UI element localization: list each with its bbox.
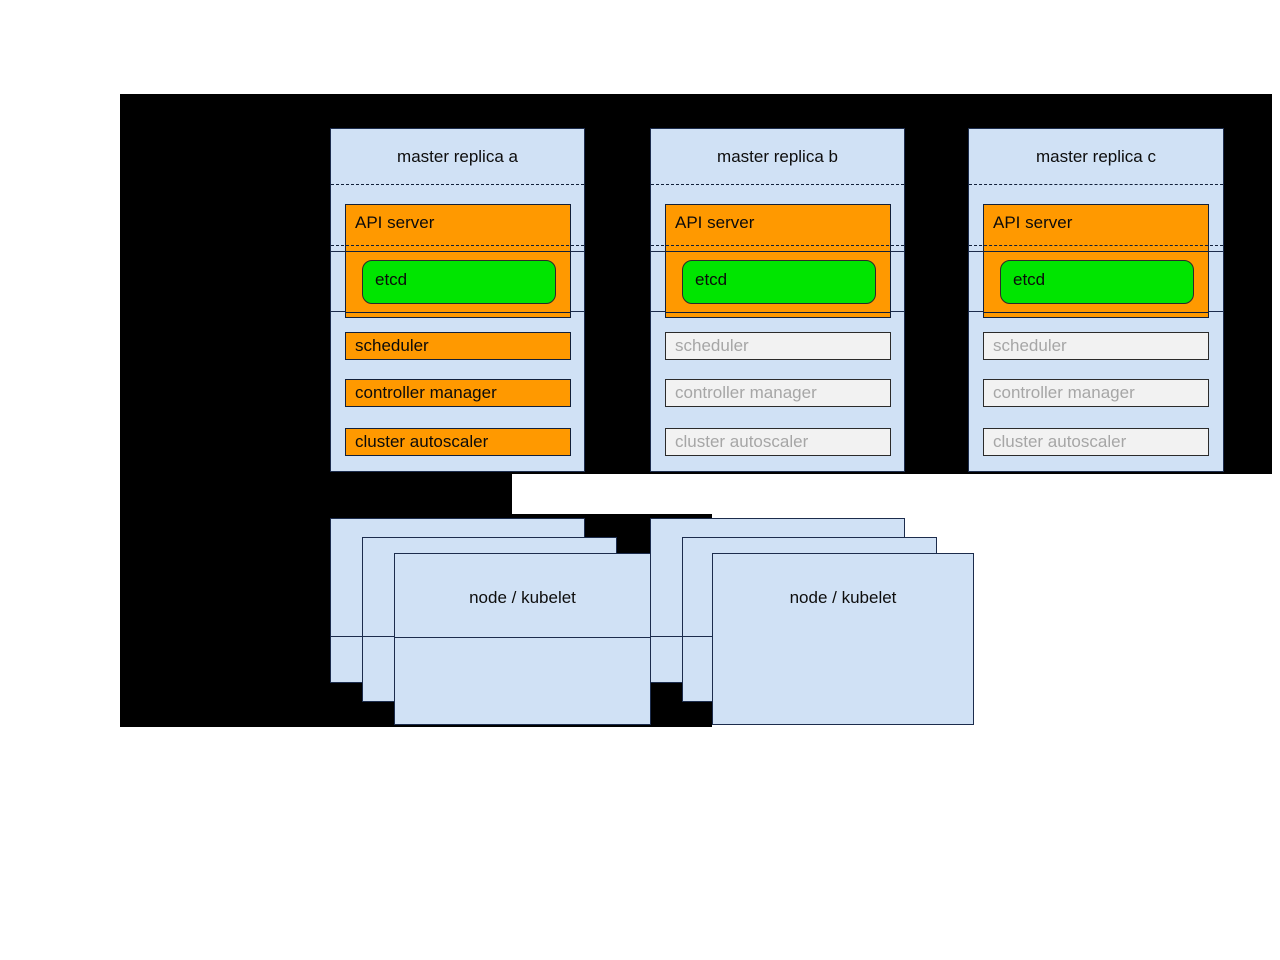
replica-c-etcd-box[interactable]: etcd [1000,260,1194,304]
replica-b-dashed-separator-api [651,245,904,246]
replica-b-cluster-autoscaler-label: cluster autoscaler [675,432,809,451]
replica-c-scheduler-label: scheduler [993,336,1067,355]
replica-b-scheduler-label: scheduler [675,336,749,355]
node-group-2-label: node / kubelet [789,588,897,607]
replica-b-controller-manager-label: controller manager [675,383,817,402]
node-group-1-label: node / kubelet [469,588,576,607]
replica-c-dashed-separator-api [969,245,1223,246]
node-group-1-front-separator [395,637,650,638]
replica-a-etcd-band: etcd [345,251,571,313]
replica-a-etcd-label: etcd [375,270,408,289]
master-replica-a-title: master replica a [397,147,518,166]
replica-a-controller-manager-label: controller manager [355,383,497,402]
master-replica-b-card[interactable]: master replica b API server etcd schedul… [650,128,905,472]
replica-a-dashed-separator-top [331,184,584,185]
replica-a-component-scheduler[interactable]: scheduler [345,332,571,360]
replica-a-etcd-box[interactable]: etcd [362,260,556,304]
node-group-1-layer-front[interactable]: node / kubelet [394,553,651,725]
replica-a-cluster-autoscaler-label: cluster autoscaler [355,432,489,451]
replica-a-component-controller-manager[interactable]: controller manager [345,379,571,407]
replica-c-etcd-band: etcd [983,251,1209,313]
replica-c-api-server-label: API server [993,213,1073,232]
master-replica-c-card[interactable]: master replica c API server etcd schedul… [968,128,1224,472]
replica-c-controller-manager-label: controller manager [993,383,1135,402]
replica-b-etcd-band: etcd [665,251,891,313]
replica-c-component-scheduler[interactable]: scheduler [983,332,1209,360]
replica-b-dashed-separator-top [651,184,904,185]
master-replica-b-title: master replica b [717,147,838,166]
replica-b-api-server-label: API server [675,213,755,232]
master-replica-a-card[interactable]: master replica a API server etcd schedul… [330,128,585,472]
replica-b-etcd-box[interactable]: etcd [682,260,876,304]
replica-a-dashed-separator-api [331,245,584,246]
replica-a-scheduler-label: scheduler [355,336,429,355]
replica-c-dashed-separator-top [969,184,1223,185]
replica-c-component-cluster-autoscaler[interactable]: cluster autoscaler [983,428,1209,456]
replica-a-component-cluster-autoscaler[interactable]: cluster autoscaler [345,428,571,456]
replica-c-cluster-autoscaler-label: cluster autoscaler [993,432,1127,451]
replica-b-etcd-label: etcd [695,270,728,289]
replica-b-component-scheduler[interactable]: scheduler [665,332,891,360]
replica-c-etcd-label: etcd [1013,270,1046,289]
master-replica-c-title: master replica c [1036,147,1156,166]
replica-c-component-controller-manager[interactable]: controller manager [983,379,1209,407]
replica-b-component-cluster-autoscaler[interactable]: cluster autoscaler [665,428,891,456]
replica-a-api-server-label: API server [355,213,435,232]
node-group-2-layer-front[interactable]: node / kubelet [712,553,974,725]
replica-b-component-controller-manager[interactable]: controller manager [665,379,891,407]
